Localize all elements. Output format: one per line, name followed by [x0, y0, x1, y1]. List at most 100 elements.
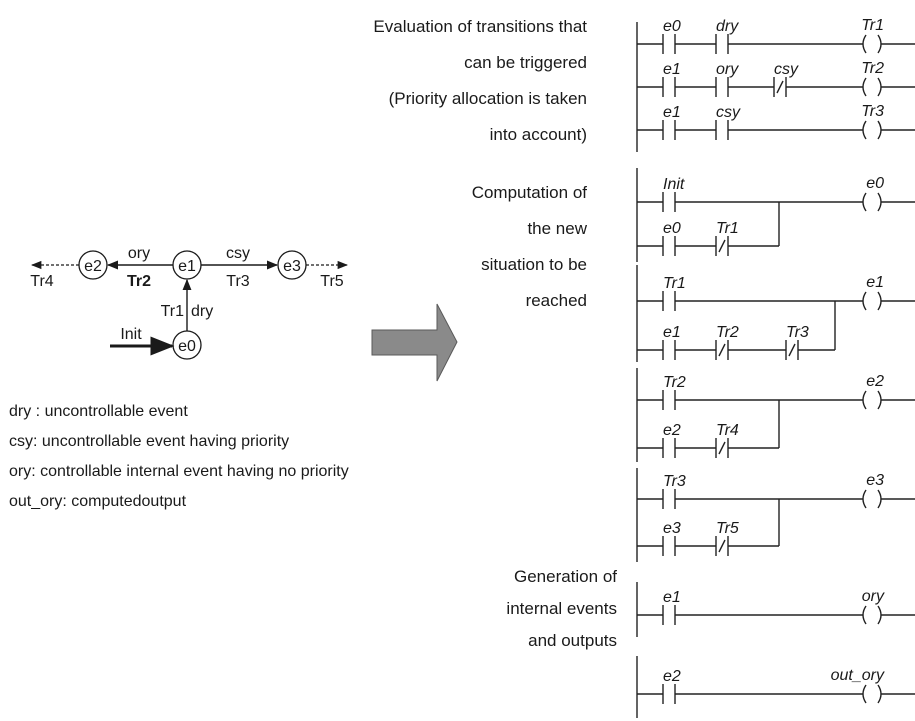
contact-init: Init: [662, 176, 685, 212]
contact-label: Init: [663, 176, 685, 193]
contact-label: Tr1: [716, 220, 739, 237]
section-evaluation: Evaluation of transitions that can be tr…: [287, 14, 587, 148]
section-generation-line: internal events: [506, 599, 617, 618]
contact-label: e1: [663, 104, 681, 121]
section-evaluation-line: into account): [489, 125, 587, 144]
contact-tr4-nc: Tr4: [715, 422, 739, 458]
contact-tr1: Tr1: [662, 275, 686, 311]
legend-item: ory: controllable internal event having …: [9, 463, 349, 480]
coil-label: Tr2: [861, 60, 884, 77]
contact-label: Tr3: [663, 473, 686, 490]
contact-label: e0: [663, 18, 681, 35]
contact-label: Tr1: [663, 275, 686, 292]
state-e2: e2: [78, 250, 108, 280]
coil-label: e2: [866, 373, 884, 390]
contact-tr2: Tr2: [662, 374, 686, 410]
contact-label: Tr4: [716, 422, 739, 439]
rung-tr1: e0 dry Tr1: [637, 17, 915, 54]
edge-label-tr3: Tr3: [226, 273, 250, 290]
coil-label: Tr3: [861, 103, 884, 120]
contact-csy-nc: csy: [773, 61, 799, 97]
contact-label: e1: [663, 589, 681, 606]
branch-e1: e1 Tr2 Tr3: [637, 301, 836, 360]
section-evaluation-line: (Priority allocation is taken: [388, 89, 587, 108]
section-computation-line: Computation of: [471, 183, 587, 202]
contact-ory: ory: [715, 61, 739, 97]
contact-label: e1: [663, 324, 681, 341]
section-evaluation-line: Evaluation of transitions that: [373, 17, 587, 36]
legend-item: csy: uncontrollable event having priorit…: [9, 433, 290, 450]
edge-label-ory: ory: [128, 245, 150, 262]
coil-label: ory: [862, 588, 885, 605]
coil-tr1: Tr1: [861, 17, 915, 54]
coil-label: out_ory: [831, 667, 885, 684]
coil-label: e3: [866, 472, 884, 489]
section-computation-line: the new: [527, 219, 587, 238]
rung-out_ory: e2 out_ory: [637, 667, 915, 704]
contact-e2: e2: [662, 668, 681, 704]
section-generation-line: and outputs: [528, 631, 617, 650]
contact-label: e1: [663, 61, 681, 78]
contact-label: e3: [663, 520, 681, 537]
process-arrow-icon: [371, 303, 458, 382]
state-e0-label: e0: [178, 338, 196, 355]
state-e2-label: e2: [84, 258, 102, 275]
coil-e1: e1: [862, 274, 915, 311]
contact-label: csy: [774, 61, 799, 78]
edge-label-csy: csy: [226, 245, 250, 262]
contact-label: e0: [663, 220, 681, 237]
edge-label-dry: dry: [191, 303, 213, 320]
contact-tr3-nc: Tr3: [785, 324, 809, 360]
legend: dry : uncontrollable event csy: uncontro…: [9, 399, 349, 515]
edge-label-tr4: Tr4: [30, 273, 54, 290]
rung-ory: e1 ory: [637, 588, 915, 625]
contact-label: dry: [716, 18, 739, 35]
contact-label: Tr2: [663, 374, 686, 391]
edge-label-tr5: Tr5: [320, 273, 344, 290]
contact-e1: e1: [662, 324, 681, 360]
contact-tr3: Tr3: [662, 473, 686, 509]
edge-label-init: Init: [120, 326, 142, 343]
section-generation: Generation of internal events and output…: [317, 564, 617, 654]
coil-tr2: Tr2: [861, 60, 915, 97]
rung-tr2: e1 ory csy Tr2: [637, 60, 915, 97]
coil-tr3: Tr3: [861, 103, 915, 140]
contact-e0: e0: [662, 220, 681, 256]
contact-tr1-nc: Tr1: [715, 220, 739, 256]
contact-e2: e2: [662, 422, 681, 458]
coil-label: e0: [866, 175, 884, 192]
state-e3-label: e3: [283, 258, 301, 275]
contact-tr2-nc: Tr2: [715, 324, 739, 360]
contact-tr5-nc: Tr5: [715, 520, 739, 556]
contact-e1: e1: [662, 589, 681, 625]
contact-label: Tr3: [786, 324, 809, 341]
coil-e2: e2: [862, 373, 915, 410]
branch-e2: e2 Tr4: [637, 400, 780, 458]
legend-item: out_ory: computedoutput: [9, 493, 187, 510]
contact-label: e2: [663, 668, 681, 685]
edge-label-tr1: Tr1: [161, 303, 185, 320]
contact-e1: e1: [662, 104, 681, 140]
legend-item: dry : uncontrollable event: [9, 403, 188, 420]
coil-label: Tr1: [861, 17, 884, 34]
section-computation-line: situation to be: [481, 255, 587, 274]
contact-e1: e1: [662, 61, 681, 97]
section-generation-line: Generation of: [513, 567, 617, 586]
contact-e0: e0: [662, 18, 681, 54]
branch-e3: e3 Tr5: [637, 499, 780, 556]
contact-label: e2: [663, 422, 681, 439]
contact-e3: e3: [662, 520, 681, 556]
branch-e0: e0 Tr1: [637, 202, 780, 256]
contact-label: Tr5: [716, 520, 739, 537]
coil-e3: e3: [862, 472, 915, 509]
coil-ory: ory: [862, 588, 915, 625]
section-computation: Computation of the new situation to be r…: [287, 180, 587, 314]
section-evaluation-line: can be triggered: [464, 53, 587, 72]
